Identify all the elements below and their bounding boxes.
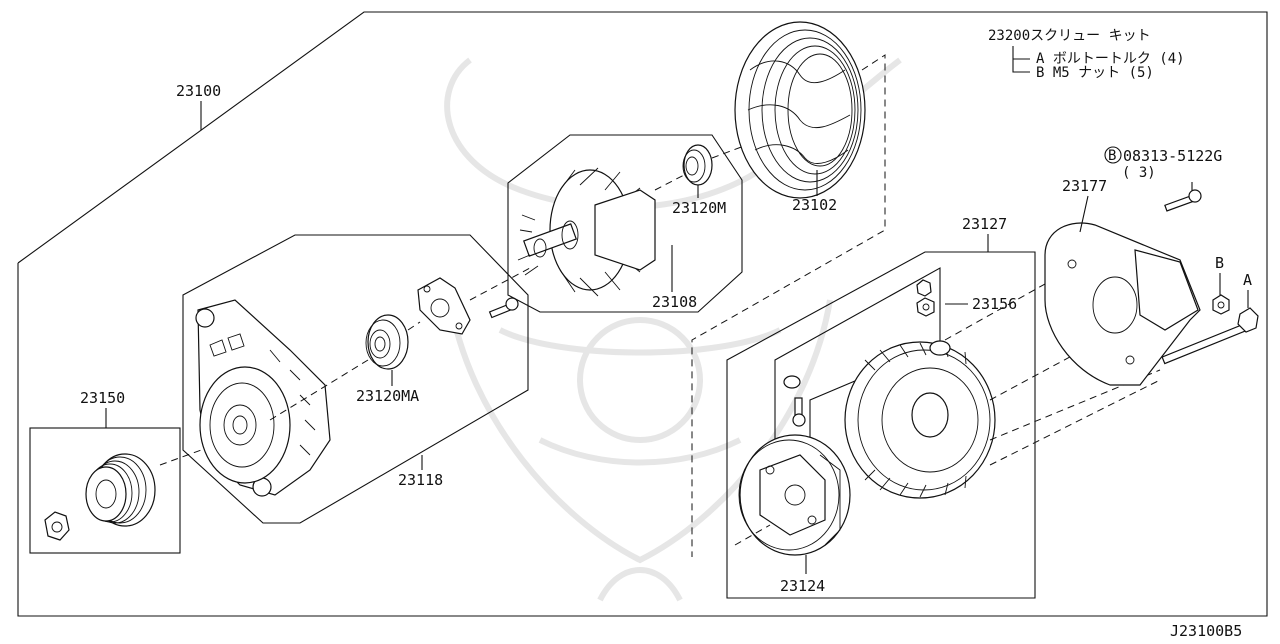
axis-line-rotor bbox=[654, 174, 685, 191]
legend-tree-line bbox=[1012, 46, 1030, 73]
retainer-plate-part[interactable] bbox=[417, 277, 471, 335]
stator-group-boundary bbox=[691, 54, 886, 557]
part-label-23124[interactable]: 23124 bbox=[780, 577, 825, 595]
through-bolt-a-part[interactable] bbox=[1161, 307, 1259, 365]
axis-line-rear-2 bbox=[989, 369, 1161, 441]
part-label-23120m[interactable]: 23120M bbox=[672, 199, 726, 217]
bolt-ref-qty: ( 3) bbox=[1122, 165, 1156, 181]
legend-item-b[interactable]: B M5 ナット (5) bbox=[1036, 65, 1154, 81]
part-label-23127[interactable]: 23127 bbox=[962, 215, 1007, 233]
bearing-23120m-part[interactable] bbox=[682, 144, 713, 186]
nut-b-part[interactable] bbox=[1212, 294, 1230, 315]
terminal-bolt-part[interactable] bbox=[783, 375, 806, 427]
rotor-part[interactable] bbox=[517, 167, 656, 297]
pulley-box bbox=[29, 427, 181, 554]
bolt-ref-marker[interactable]: B bbox=[1104, 146, 1122, 164]
rear-housing-group bbox=[726, 251, 1036, 599]
axis-line-regulator bbox=[734, 524, 771, 546]
part-label-23108[interactable]: 23108 bbox=[652, 293, 697, 311]
part-label-23150[interactable]: 23150 bbox=[80, 389, 125, 407]
leader-23177 bbox=[1079, 195, 1089, 233]
part-label-23102[interactable]: 23102 bbox=[792, 196, 837, 214]
svg-text:B: B bbox=[1108, 148, 1116, 164]
bolt-ref-code[interactable]: 08313-5122G bbox=[1123, 147, 1222, 165]
axis-line-front-2 bbox=[407, 321, 421, 331]
part-label-23100[interactable]: 23100 bbox=[176, 82, 221, 100]
retainer-screw-part[interactable] bbox=[488, 297, 519, 319]
marker-b[interactable]: B bbox=[1215, 254, 1224, 272]
marker-a[interactable]: A bbox=[1243, 271, 1252, 289]
rear-cover-part[interactable] bbox=[1044, 222, 1201, 386]
axis-line-rear-3 bbox=[989, 379, 1161, 466]
small-bolt-part[interactable] bbox=[1164, 189, 1202, 212]
rear-housing-part[interactable] bbox=[844, 340, 996, 499]
part-label-23120ma[interactable]: 23120MA bbox=[356, 387, 419, 405]
part-label-23156[interactable]: 23156 bbox=[972, 295, 1017, 313]
regulator-part[interactable] bbox=[738, 434, 851, 556]
axis-line-front-3 bbox=[469, 267, 531, 301]
rotor-group bbox=[507, 134, 743, 313]
pulley-nut[interactable] bbox=[44, 511, 70, 541]
diagram-code: J23100B5 bbox=[1170, 622, 1242, 639]
front-housing-part[interactable] bbox=[195, 299, 331, 497]
legend-kit[interactable]: 23200スクリュー キット bbox=[988, 28, 1151, 44]
front-housing-group bbox=[182, 234, 529, 524]
legend-item-a[interactable]: A ボルトートルク (4) bbox=[1036, 51, 1185, 67]
stator-part[interactable] bbox=[734, 21, 866, 199]
assembly-boundary-23100 bbox=[17, 11, 1268, 617]
terminal-nut-part[interactable] bbox=[916, 279, 935, 317]
pulley-part[interactable] bbox=[85, 453, 156, 527]
bearing-23120ma-part[interactable] bbox=[365, 314, 409, 370]
part-label-23118[interactable]: 23118 bbox=[398, 471, 443, 489]
part-label-23177[interactable]: 23177 bbox=[1062, 177, 1107, 195]
